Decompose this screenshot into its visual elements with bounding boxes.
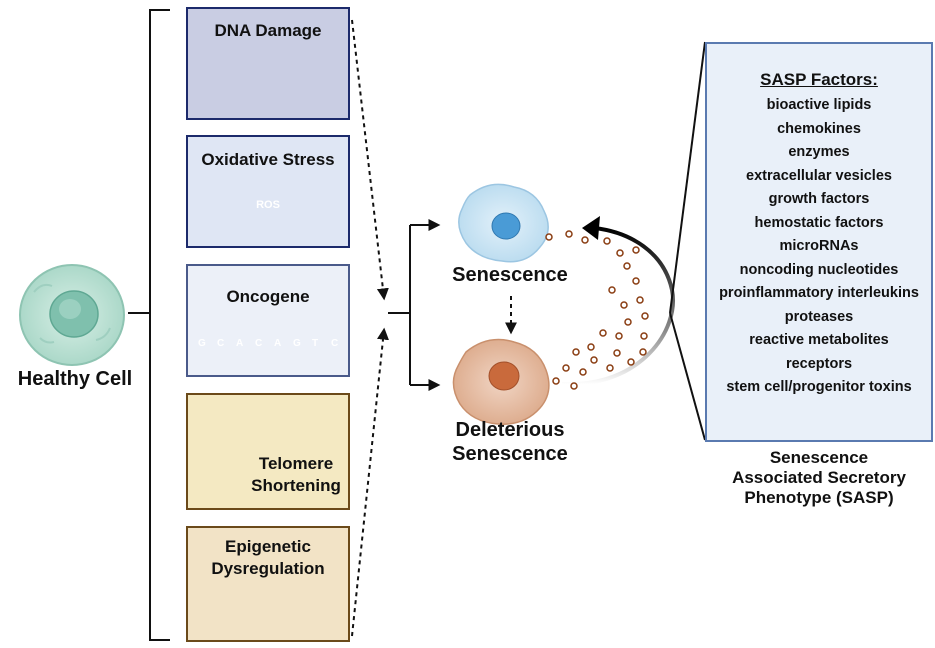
sasp-factor: proteases [784,308,854,325]
sasp-factor: chemokines [777,120,861,137]
dna-base-letters: G C A C A G T C [194,338,346,352]
sasp-factor: microRNAs [779,238,859,254]
deleterious-line1: Deleterious [455,419,565,441]
deleterious-cell-icon [452,338,550,425]
fork-connector [388,219,441,391]
base-letter: G [198,338,206,349]
stressor-title-line2: Dysregulation [211,559,325,578]
sasp-caption-line2: Associated Secretory [732,468,906,487]
sasp-factor: extracellular vesicles [746,167,892,184]
sasp-factor: reactive metabolites [749,332,889,348]
sasp-factor: receptors [785,355,853,372]
sasp-bracket [669,41,706,441]
stressor-title: DNA Damage [214,21,322,40]
stressor-title-line2: Shortening [251,476,341,495]
base-letter: G [293,338,301,349]
deleterious-line2: Senescence [452,443,568,465]
healthy-cell-icon [19,264,125,366]
left-bracket [128,9,170,641]
stressor-title: Oxidative Stress [201,150,335,169]
sasp-factor: growth factors [768,191,870,207]
base-letter: T [312,338,319,349]
stressor-box-epigenetic: Epigenetic Dysregulation [186,526,350,642]
senescence-label: Senescence [452,264,568,286]
healthy-cell-label: Healthy Cell [17,368,133,390]
sasp-factor: stem cell/progenitor toxins [726,379,912,395]
deleterious-senescence-label: Deleterious Senescence [420,418,600,466]
stressor-box-telomere: Telomere Shortening [186,393,350,510]
sasp-particles [545,230,649,390]
base-letter: C [255,338,263,349]
stressor-box-oncogene: Oncogene [186,264,350,377]
sasp-caption: Senescence Associated Secretory Phenotyp… [705,448,933,508]
sasp-factor: bioactive lipids [766,97,872,113]
sasp-heading: SASP Factors: [760,70,878,89]
sasp-caption-line3: Phenotype (SASP) [744,488,894,507]
sasp-factor: proinflammatory interleukins [719,285,919,301]
base-letter: A [236,338,244,349]
stressor-title-line1: Telomere [258,454,334,473]
base-letter: C [331,338,339,349]
ros-badge: ROS [256,199,280,211]
senescent-cell-icon [458,183,549,263]
stressor-title: Oncogene [226,287,310,306]
sasp-factor: enzymes [788,144,850,160]
sasp-caption-line1: Senescence [769,448,869,467]
base-letter: C [217,338,225,349]
dotted-converge-arrows [351,19,389,637]
sasp-factors-box: SASP Factors: bioactive lipids chemokine… [705,42,933,442]
feedback-arrowhead [582,216,600,240]
stressor-box-dna-damage: DNA Damage [186,7,350,120]
sasp-factor-list: bioactive lipids chemokines enzymes extr… [707,94,931,400]
sasp-factor: hemostatic factors [754,214,884,231]
sasp-factor: noncoding nucleotides [739,261,899,278]
base-letter: A [274,338,282,349]
stressor-box-oxidative-stress: Oxidative Stress [186,135,350,248]
stressor-title-line1: Epigenetic [225,537,311,556]
